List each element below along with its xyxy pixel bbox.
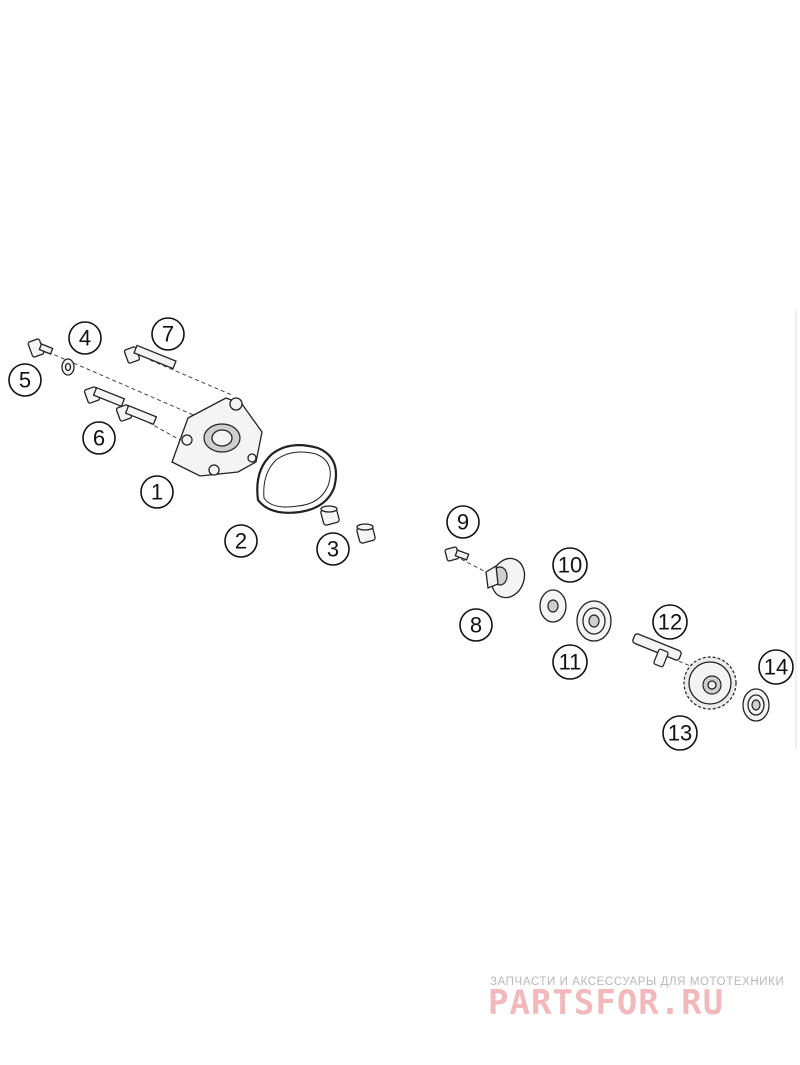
callout-label: 6 [93,426,105,451]
callout-7: 7 [151,317,185,351]
callout-5: 5 [8,363,42,397]
bearing-part-14 [742,688,770,722]
bearing-part-11 [576,600,612,642]
callout-label: 4 [79,326,91,351]
watermark-tagline: ЗАПЧАСТИ И АКСЕССУАРЫ ДЛЯ МОТОТЕХНИКИ [490,976,784,988]
impeller-part-8 [485,557,526,599]
callout-1: 1 [140,475,174,509]
watermark: ЗАПЧАСТИ И АКСЕССУАРЫ ДЛЯ МОТОТЕХНИКИ PA… [488,976,784,1023]
callout-label: 11 [559,650,582,675]
callout-4: 4 [68,321,102,355]
callout-label: 1 [151,480,163,505]
callout-8: 8 [459,608,493,642]
callout-3: 3 [316,532,350,566]
callout-label: 9 [457,510,469,535]
screw-part-9 [444,546,470,562]
callout-12: 12 [652,604,688,640]
callout-label: 10 [558,553,582,578]
callout-14: 14 [758,649,794,685]
long-bolt-part-7 [123,344,177,370]
bolts-part-6 [83,386,158,426]
callout-label: 12 [658,610,682,635]
callout-label: 14 [764,655,788,680]
washer-part-4 [61,358,75,376]
callout-6: 6 [82,421,116,455]
bolt-part-5 [27,338,54,358]
callout-10: 10 [552,547,588,583]
callout-label: 13 [668,721,692,746]
sleeves-part-3 [320,505,376,544]
callout-13: 13 [662,715,698,751]
callout-2: 2 [224,524,258,558]
callout-label: 5 [19,368,31,393]
callout-label: 2 [235,529,247,554]
gear-part-13 [683,656,737,710]
callout-11: 11 [552,644,588,680]
pump-cover-part-1 [171,397,263,477]
watermark-brand: PARTSFOR.RU [488,983,724,1023]
callout-label: 8 [470,613,482,638]
shaft-part-12 [632,633,682,668]
callout-9: 9 [446,505,480,539]
callout-label: 3 [327,537,339,562]
callout-label: 7 [162,322,174,347]
gasket-part-2 [256,443,338,514]
seal-part-10 [539,589,567,623]
